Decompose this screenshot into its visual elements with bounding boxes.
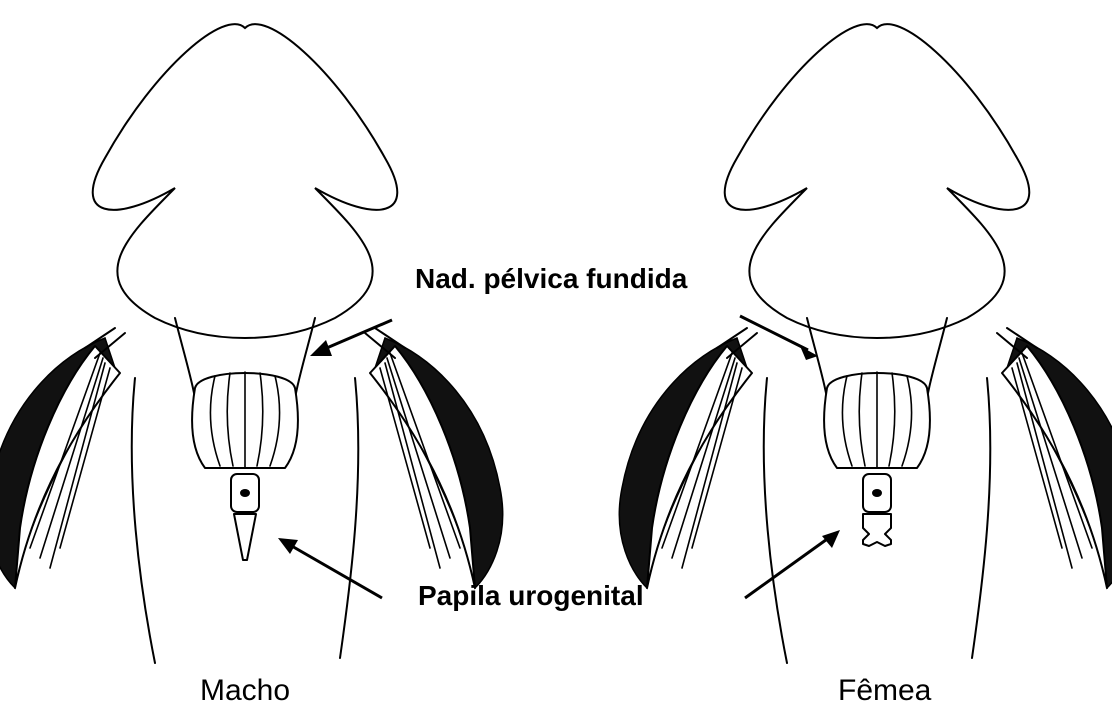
label-pelvic-fin: Nad. pélvica fundida [415, 263, 688, 294]
male-fish [0, 24, 503, 663]
arrow-papilla-female [745, 530, 840, 598]
male-papilla [234, 514, 256, 560]
label-papilla: Papila urogenital [418, 580, 644, 611]
arrow-pelvic-male [310, 320, 392, 356]
label-male: Macho [200, 674, 290, 702]
female-fish [619, 24, 1112, 663]
label-female: Fêmea [838, 674, 932, 702]
arrow-papilla-male [278, 538, 382, 598]
female-papilla [863, 514, 891, 546]
